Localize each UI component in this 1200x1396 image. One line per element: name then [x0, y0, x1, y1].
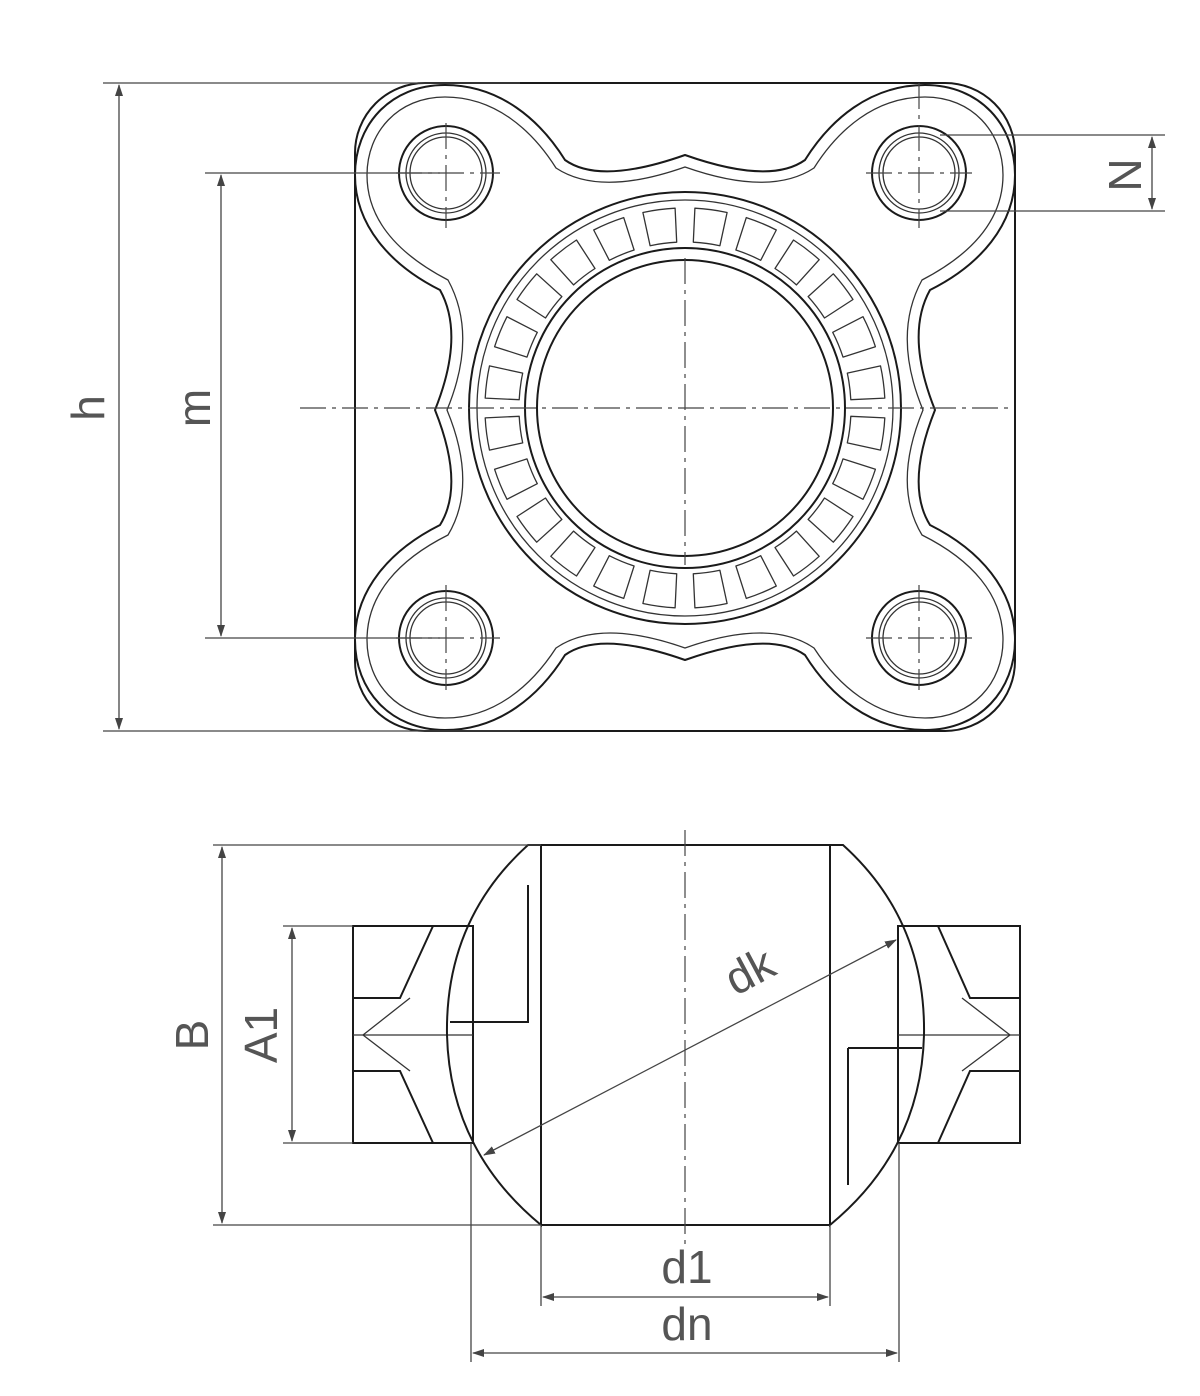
- bearing-rib: [493, 458, 538, 500]
- label-B: B: [166, 1020, 218, 1051]
- bearing-rib: [593, 555, 635, 600]
- ball-section-left: [445, 844, 542, 1228]
- bearing-rib: [846, 415, 886, 451]
- bearing-rib: [846, 365, 886, 401]
- dimension-dn: [470, 1143, 900, 1362]
- ball-section-right: [829, 844, 926, 1228]
- bearing-rib: [484, 365, 524, 401]
- bearing-rib: [642, 207, 678, 247]
- dimension-m: [205, 172, 440, 639]
- flange-outline: [353, 83, 1017, 732]
- bearing-rib: [735, 555, 777, 600]
- label-N: N: [1099, 158, 1151, 191]
- dimension-B: [213, 844, 541, 1226]
- bearing-rib: [516, 497, 563, 543]
- label-dn: dn: [661, 1298, 712, 1350]
- bearing-rib: [774, 239, 820, 286]
- section-view: B A1 dk d1 dn: [166, 830, 1021, 1362]
- bearing-rib: [774, 530, 820, 577]
- dimension-h: [103, 82, 520, 732]
- bearing-rib: [642, 569, 678, 609]
- bearing-rib: [832, 316, 877, 358]
- bearing-rib: [832, 458, 877, 500]
- bearing-rib: [550, 239, 596, 286]
- bearing-ribs: [484, 207, 886, 609]
- dimension-dk: [483, 939, 897, 1156]
- label-d1: d1: [661, 1241, 712, 1293]
- bearing-rib: [735, 216, 777, 261]
- housing-outline: [354, 82, 1016, 732]
- dimension-N: [940, 134, 1165, 212]
- bearing-rib: [484, 415, 524, 451]
- bearing-rib: [516, 273, 563, 319]
- bearing-rib: [493, 316, 538, 358]
- bearing-rib: [807, 273, 854, 319]
- bearing-rib: [692, 207, 728, 247]
- bearing-rib: [807, 497, 854, 543]
- label-h: h: [62, 395, 114, 421]
- top-view: h m N: [62, 82, 1165, 732]
- dimension-d1: [540, 1225, 831, 1306]
- bearing-rib: [550, 530, 596, 577]
- label-A1: A1: [235, 1007, 287, 1063]
- dimension-A1: [283, 925, 353, 1144]
- label-m: m: [168, 389, 220, 427]
- bearing-rib: [593, 216, 635, 261]
- label-dk: dk: [716, 936, 784, 1005]
- flange-inner-outline: [366, 96, 1004, 719]
- bearing-rib: [692, 569, 728, 609]
